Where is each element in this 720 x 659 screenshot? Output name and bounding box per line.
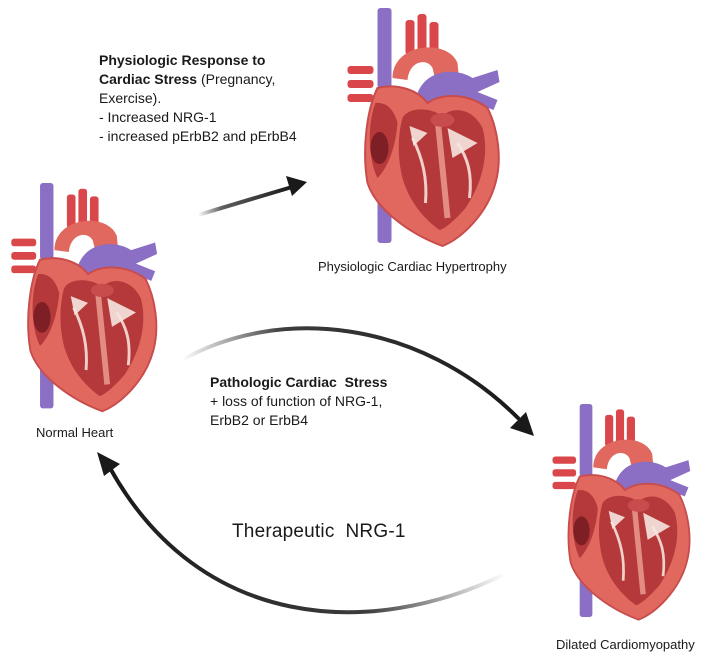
- physiologic-line-nrg1: - Increased NRG-1: [99, 109, 217, 125]
- physiologic-response-text: Physiologic Response to Cardiac Stress (…: [99, 51, 297, 146]
- dilated-heart-illustration: [553, 404, 691, 620]
- arrow-physiologic-head: [286, 176, 307, 196]
- pathologic-line-loss: + loss of function of NRG-1,: [210, 393, 383, 409]
- arrow-pathologic-head: [510, 412, 534, 436]
- physiologic-title-rest: (Pregnancy,: [197, 71, 276, 87]
- arrow-therapeutic: [108, 466, 507, 615]
- normal-heart-label: Normal Heart: [36, 425, 114, 440]
- physiologic-line-exercise: Exercise).: [99, 90, 162, 106]
- pathologic-title: Pathologic Cardiac Stress: [210, 374, 388, 390]
- arrow-physiologic: [196, 185, 294, 217]
- arrow-therapeutic-head: [97, 452, 120, 476]
- dilated-label: Dilated Cardiomyopathy: [556, 637, 695, 652]
- pathologic-stress-text: Pathologic Cardiac Stress + loss of func…: [210, 373, 387, 430]
- hypertrophy-heart-illustration: [348, 8, 500, 246]
- arrow-pathologic: [180, 326, 520, 420]
- hypertrophy-label: Physiologic Cardiac Hypertrophy: [318, 259, 507, 274]
- normal-heart-illustration: [11, 183, 157, 411]
- physiologic-title-2: Cardiac Stress: [99, 71, 198, 87]
- physiologic-line-perbb: - increased pErbB2 and pErbB4: [99, 128, 297, 144]
- pathologic-line-erbb: ErbB2 or ErbB4: [210, 412, 309, 428]
- physiologic-title-1: Physiologic Response to: [99, 52, 266, 68]
- therapeutic-nrg1-label: Therapeutic NRG-1: [232, 521, 406, 542]
